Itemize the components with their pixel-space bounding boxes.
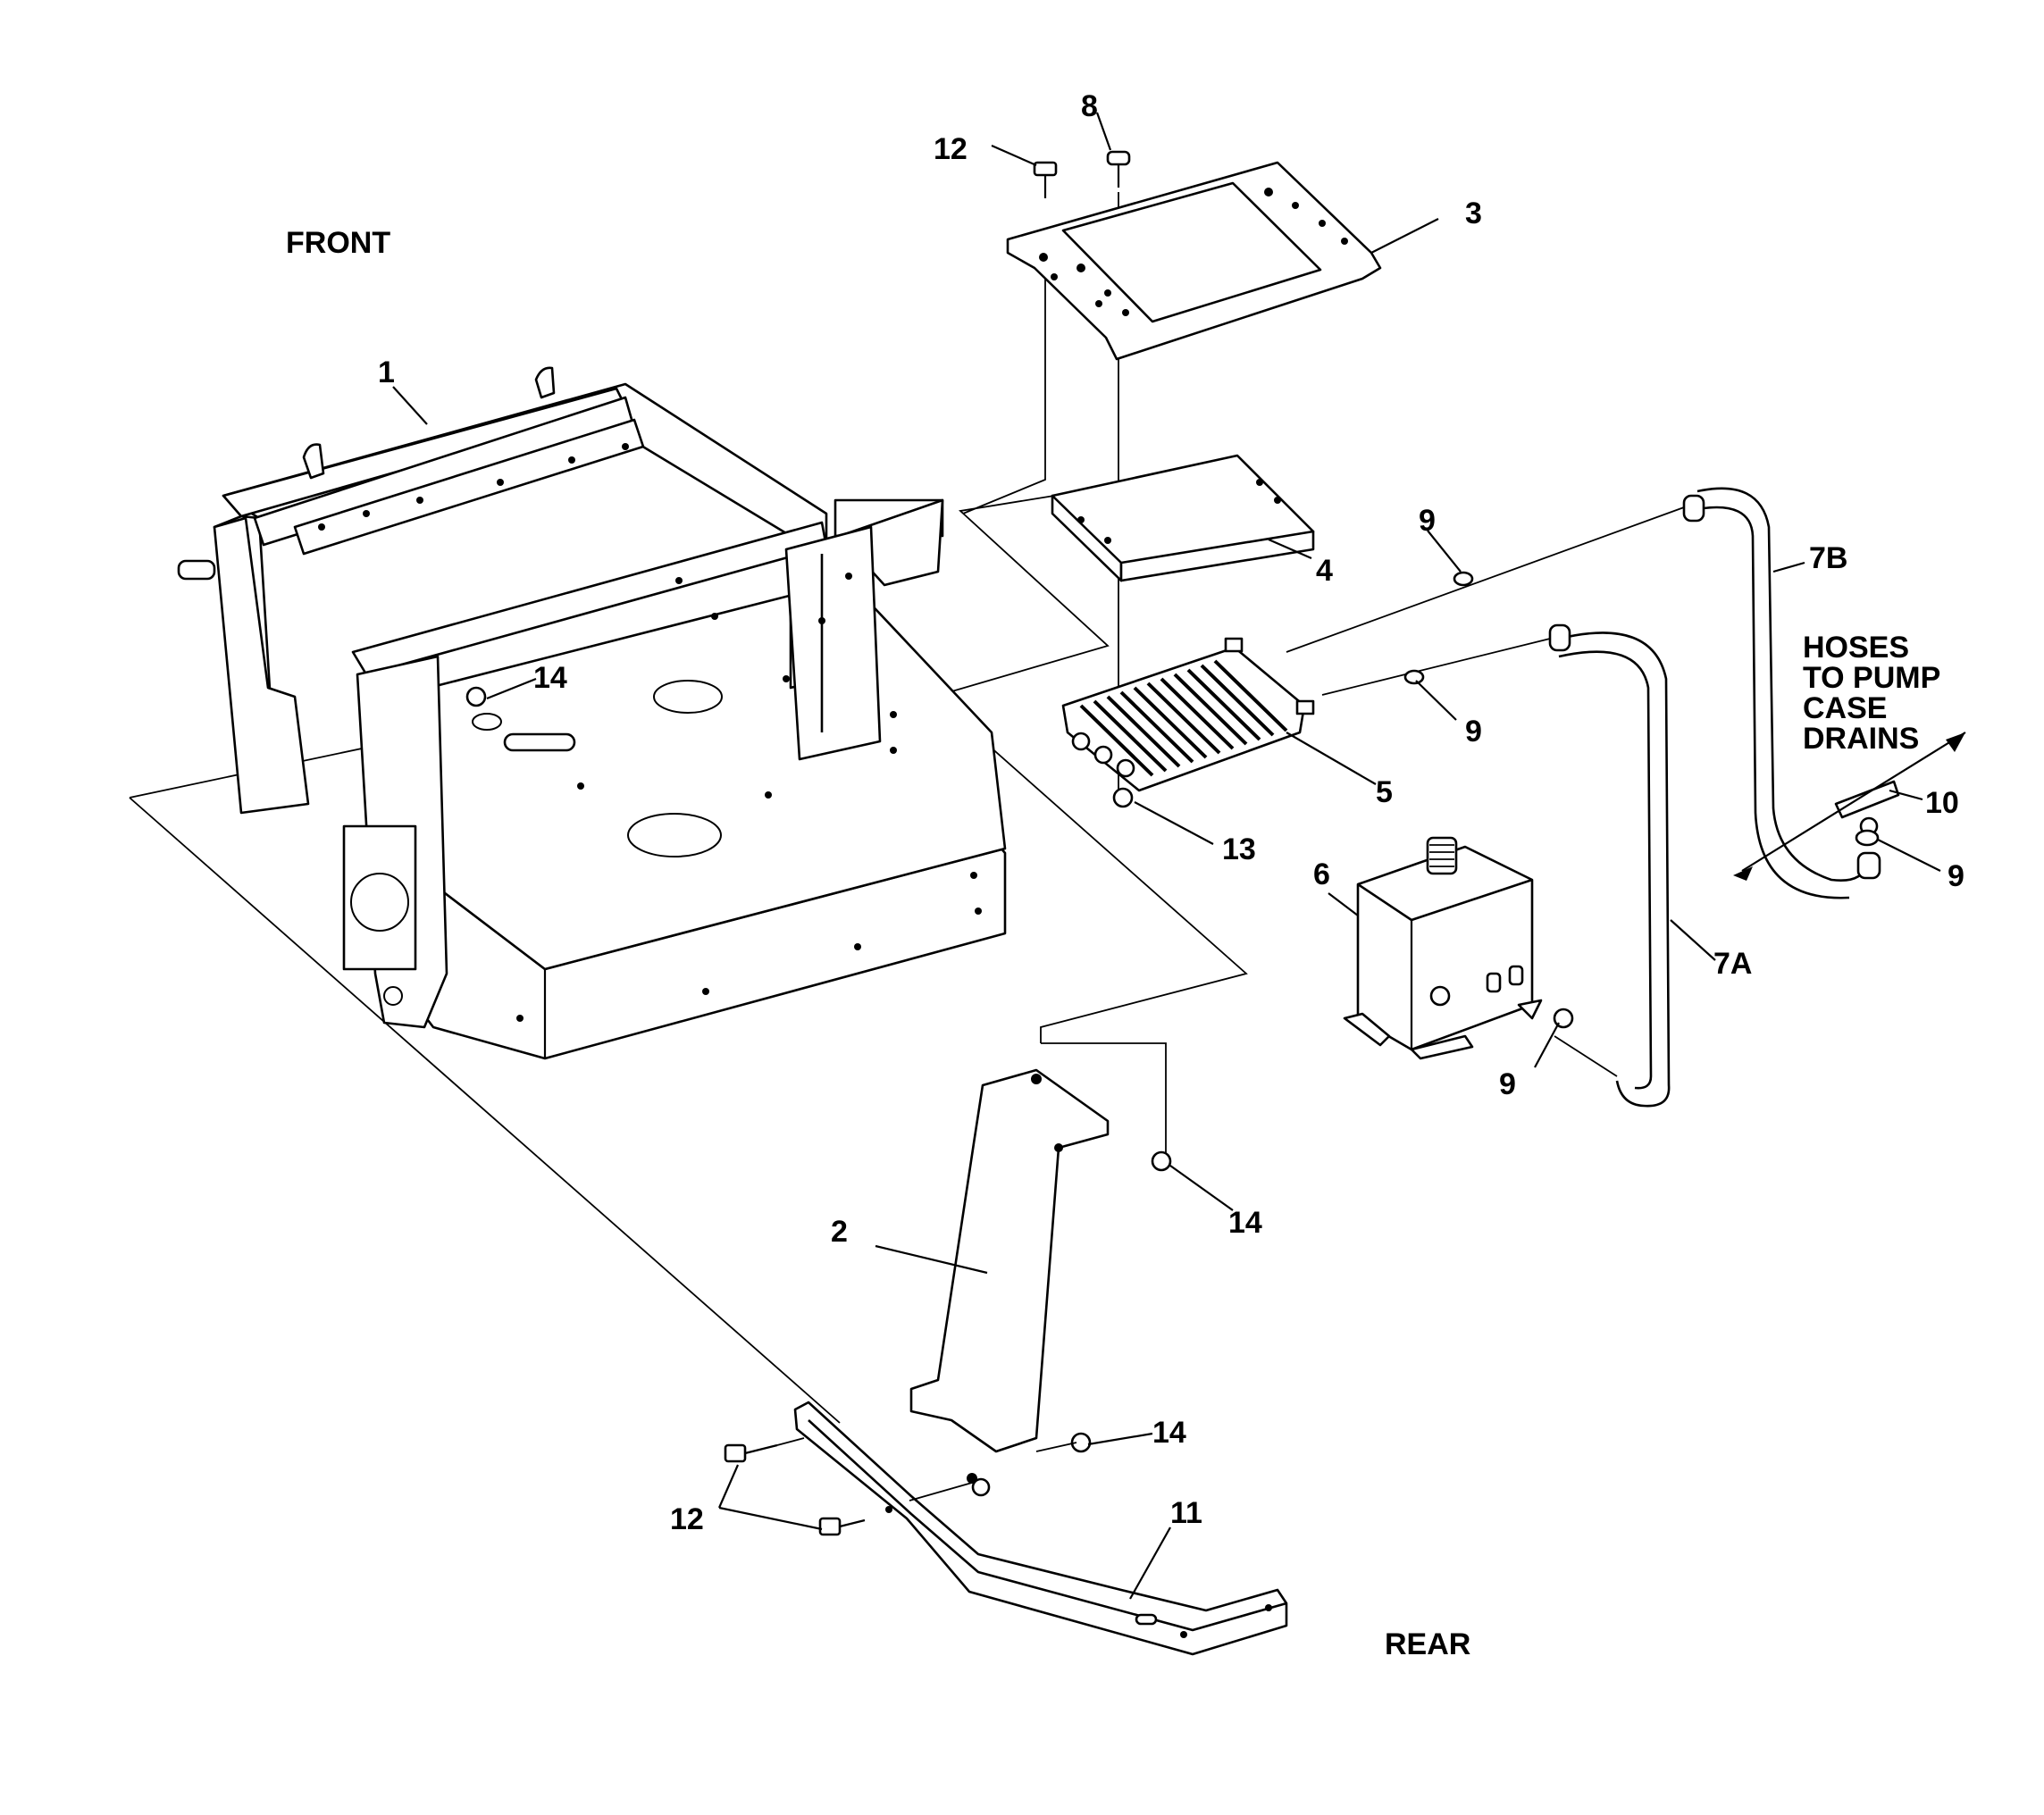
callout-3: 3 [1465, 197, 1482, 230]
callout-labels: 1 12 8 3 4 9 7B 9 14 5 10 13 6 9 7A 9 14… [378, 89, 1964, 1536]
top-mounting-plate [1006, 161, 1382, 361]
callout-9-right: 9 [1948, 859, 1964, 893]
callout-9-mid: 9 [1465, 715, 1482, 749]
callout-14-low: 14 [1152, 1416, 1186, 1450]
callout-14-bracket: 14 [1228, 1206, 1262, 1240]
top-bolts [1033, 150, 1131, 198]
support-bracket [909, 1068, 1172, 1497]
oil-cooler [1061, 637, 1315, 808]
callout-6: 6 [1313, 857, 1330, 891]
callout-8: 8 [1081, 89, 1098, 123]
callout-12-bottom: 12 [670, 1502, 704, 1536]
callout-9-top: 9 [1419, 504, 1436, 538]
callout-4: 4 [1316, 554, 1333, 588]
front-label: FRONT [286, 226, 390, 260]
callout-1: 1 [378, 355, 395, 389]
rear-bar [793, 1401, 1288, 1656]
svg-text:CASE: CASE [1803, 691, 1887, 725]
callout-2: 2 [831, 1215, 848, 1249]
callout-leaders [392, 112, 1941, 1600]
callout-10: 10 [1925, 786, 1959, 820]
callout-13: 13 [1222, 832, 1256, 866]
svg-text:DRAINS: DRAINS [1803, 722, 1919, 756]
callout-7a: 7A [1713, 947, 1752, 981]
callout-11: 11 [1170, 1496, 1202, 1530]
spacer-plate [1051, 454, 1315, 582]
svg-text:HOSES: HOSES [1803, 631, 1909, 665]
main-frame [177, 366, 1007, 1060]
hoses-note: HOSES TO PUMP CASE DRAINS [1803, 631, 1940, 756]
hose-7a [1321, 623, 1671, 1108]
svg-text:TO PUMP: TO PUMP [1803, 661, 1940, 695]
callout-12-top: 12 [934, 132, 968, 166]
hose-7b [1286, 487, 1881, 899]
callout-5: 5 [1376, 775, 1393, 809]
callout-7b: 7B [1809, 541, 1847, 575]
rear-label: REAR [1385, 1627, 1470, 1661]
callout-9-low: 9 [1499, 1067, 1516, 1101]
callout-14-frame: 14 [533, 661, 567, 695]
reservoir-tank [1343, 836, 1543, 1060]
rear-bolts [724, 1437, 866, 1536]
